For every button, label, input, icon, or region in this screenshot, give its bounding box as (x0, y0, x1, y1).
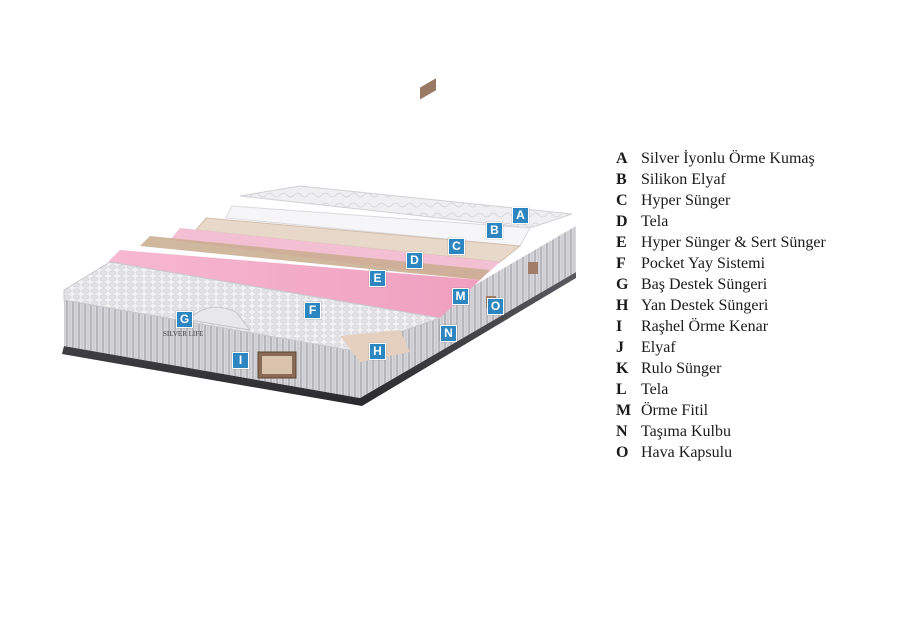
legend-item-f: F Pocket Yay Sistemi (616, 253, 826, 274)
marker-a: A (512, 207, 529, 224)
side-panel-right (360, 226, 576, 398)
legend-item-e: E Hyper Sünger & Sert Sünger (616, 232, 826, 253)
legend-text: Baş Destek Süngeri (641, 276, 768, 293)
carry-handle (420, 78, 436, 100)
marker-m: M (452, 288, 469, 305)
legend-letter: C (616, 192, 628, 209)
legend-text: Pocket Yay Sistemi (641, 255, 766, 272)
legend-item-d: D Tela (616, 211, 826, 232)
legend-item-g: G Baş Destek Süngeri (616, 274, 826, 295)
marker-b: B (486, 222, 503, 239)
legend-letter: A (616, 150, 628, 167)
legend-letter: G (616, 276, 629, 293)
legend-text: Tela (641, 213, 669, 230)
legend-item-a: A Silver İyonlu Örme Kumaş (616, 148, 826, 169)
legend-text: Tela (641, 381, 669, 398)
legend-item-k: K Rulo Sünger (616, 358, 826, 379)
mattress-base-edge (62, 272, 576, 406)
legend-letter: E (616, 234, 627, 251)
brand-text: SILVER LIFE (163, 330, 204, 338)
layer-pink-foam (108, 250, 480, 318)
legend-item-c: C Hyper Sünger (616, 190, 826, 211)
marker-i: I (232, 352, 249, 369)
legend-text: Rulo Sünger (641, 360, 722, 377)
marker-o: O (487, 298, 504, 315)
legend-letter: I (616, 318, 623, 335)
legend-letter: O (616, 444, 629, 461)
legend-text: Örme Fitil (641, 402, 709, 419)
legend-letter: L (616, 381, 627, 398)
legend-text: Elyaf (641, 339, 676, 356)
legend-text: Raşhel Örme Kenar (641, 318, 769, 335)
marker-f: F (304, 302, 321, 319)
legend-item-h: H Yan Destek Süngeri (616, 295, 826, 316)
legend-item-n: N Taşıma Kulbu (616, 421, 826, 442)
layer-beige-band (140, 236, 490, 280)
marker-d: D (406, 252, 423, 269)
legend-text: Hava Kapsulu (641, 444, 733, 461)
legend-letter: J (616, 339, 624, 356)
legend-letter: N (616, 423, 628, 440)
marker-n: N (440, 325, 457, 342)
legend-letter: K (616, 360, 629, 377)
layer-quilt-top (239, 185, 573, 229)
legend-text: Hyper Sünger (641, 192, 731, 209)
legend-text: Yan Destek Süngeri (641, 297, 769, 314)
legend-text: Hyper Sünger & Sert Sünger (641, 234, 826, 251)
legend-text: Silver İyonlu Örme Kumaş (641, 150, 815, 167)
legend-letter: M (616, 402, 632, 419)
legend-letter: F (616, 255, 626, 272)
legend-letter: D (616, 213, 628, 230)
legend-letter: B (616, 171, 627, 188)
legend-text: Silikon Elyaf (641, 171, 726, 188)
legend-text: Taşıma Kulbu (641, 423, 731, 440)
marker-c: C (448, 238, 465, 255)
legend-item-m: M Örme Fitil (616, 400, 826, 421)
legend-item-b: B Silikon Elyaf (616, 169, 826, 190)
marker-g: G (176, 311, 193, 328)
legend-item-l: L Tela (616, 379, 826, 400)
legend-item-o: O Hava Kapsulu (616, 442, 826, 463)
marker-h: H (369, 343, 386, 360)
legend-item-i: I Raşhel Örme Kenar (616, 316, 826, 337)
legend-letter: H (616, 297, 629, 314)
marker-e: E (369, 270, 386, 287)
legend-item-j: J Elyaf (616, 337, 826, 358)
air-capsule-2 (528, 262, 538, 274)
head-support-foam (189, 306, 252, 331)
